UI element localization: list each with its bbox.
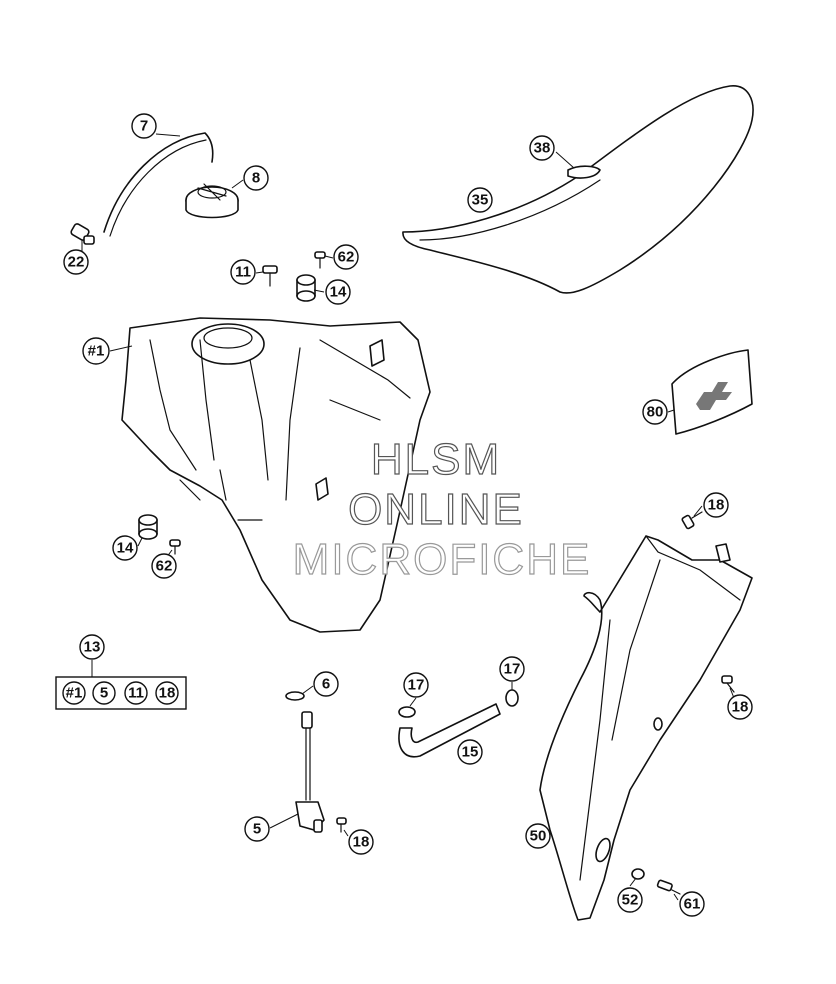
rubber-bushing-lower — [138, 514, 158, 540]
svg-text:#1: #1 — [88, 343, 105, 360]
callout-17-right: 17 — [499, 656, 525, 682]
callout-62-lower: 62 — [151, 553, 177, 579]
watermark-line-2: ONLINE — [348, 485, 524, 534]
screw-62-upper — [314, 251, 326, 269]
svg-text:61: 61 — [684, 896, 701, 913]
callout-5: 5 — [244, 816, 270, 842]
svg-text:14: 14 — [330, 284, 347, 301]
callout-18-upper: 18 — [703, 492, 729, 518]
kit-contents-box: #1 5 11 18 — [55, 676, 187, 710]
svg-text:18: 18 — [353, 834, 370, 851]
watermark: HLSM ONLINE MICROFICHE — [292, 434, 592, 584]
rubber-bushing-upper — [296, 274, 316, 302]
fuel-cap — [185, 183, 239, 219]
watermark-line-3: MICROFICHE — [293, 535, 592, 584]
callout-13: 13 — [79, 634, 105, 660]
screw-18-right — [721, 675, 735, 693]
svg-text:52: 52 — [622, 892, 639, 909]
hose-clamp-left — [398, 706, 416, 718]
callout-22: 22 — [63, 249, 89, 275]
svg-text:17: 17 — [504, 661, 521, 678]
fuel-tank — [121, 317, 431, 633]
callout-15: 15 — [457, 739, 483, 765]
svg-text:50: 50 — [530, 828, 547, 845]
nut-52 — [631, 868, 645, 880]
callout-52: 52 — [617, 887, 643, 913]
callout-35: 35 — [467, 187, 493, 213]
svg-text:6: 6 — [322, 676, 330, 693]
watermark-line-1: HLSM — [371, 435, 501, 484]
callout-11: 11 — [230, 259, 256, 285]
fuel-hose — [398, 703, 501, 758]
svg-text:#1: #1 — [66, 685, 83, 702]
screw-62-lower — [169, 539, 181, 555]
callout-62-upper: 62 — [333, 244, 359, 270]
svg-text:5: 5 — [100, 685, 108, 702]
callout-61: 61 — [679, 891, 705, 917]
callout-7: 7 — [131, 113, 157, 139]
ktm-decal — [671, 349, 753, 435]
svg-text:38: 38 — [534, 140, 551, 157]
screw-61 — [656, 879, 681, 895]
screw-18-lower — [336, 817, 347, 833]
svg-text:8: 8 — [252, 170, 260, 187]
vent-valve — [70, 223, 95, 245]
o-ring — [285, 691, 305, 701]
svg-text:22: 22 — [68, 254, 85, 271]
svg-text:18: 18 — [159, 685, 176, 702]
svg-text:14: 14 — [117, 540, 134, 557]
kit-item-5: 5 — [92, 681, 116, 705]
callout-1: #1 — [82, 337, 110, 365]
svg-text:15: 15 — [462, 744, 479, 761]
callout-50: 50 — [525, 823, 551, 849]
callout-8: 8 — [243, 165, 269, 191]
seat — [402, 85, 754, 294]
kit-item-11: 11 — [124, 681, 148, 705]
callout-6: 6 — [313, 671, 339, 697]
svg-text:11: 11 — [235, 264, 251, 281]
svg-text:7: 7 — [140, 118, 148, 135]
hose-clamp-right — [505, 689, 519, 707]
svg-text:5: 5 — [253, 821, 261, 838]
svg-text:80: 80 — [647, 404, 664, 421]
callout-80: 80 — [642, 399, 668, 425]
screw-11 — [262, 265, 278, 287]
callout-17-left: 17 — [403, 672, 429, 698]
callout-14-upper: 14 — [325, 279, 351, 305]
callout-38: 38 — [529, 135, 555, 161]
screw-18-upper — [681, 511, 703, 530]
fuel-breather-hose — [103, 132, 214, 237]
callout-14-lower: 14 — [112, 535, 138, 561]
kit-item-1: #1 — [62, 681, 86, 705]
callout-18-right: 18 — [727, 694, 753, 720]
fuel-tap — [295, 711, 325, 833]
svg-text:13: 13 — [84, 639, 101, 656]
leader-lines — [81, 133, 735, 901]
svg-text:18: 18 — [732, 699, 749, 716]
svg-text:62: 62 — [156, 558, 173, 575]
svg-text:17: 17 — [408, 677, 425, 694]
kit-item-18: 18 — [155, 681, 179, 705]
svg-text:11: 11 — [128, 685, 144, 702]
side-panel — [539, 535, 753, 921]
callout-18-lower: 18 — [348, 829, 374, 855]
svg-text:18: 18 — [708, 497, 725, 514]
svg-text:35: 35 — [472, 192, 489, 209]
svg-text:62: 62 — [338, 249, 355, 266]
